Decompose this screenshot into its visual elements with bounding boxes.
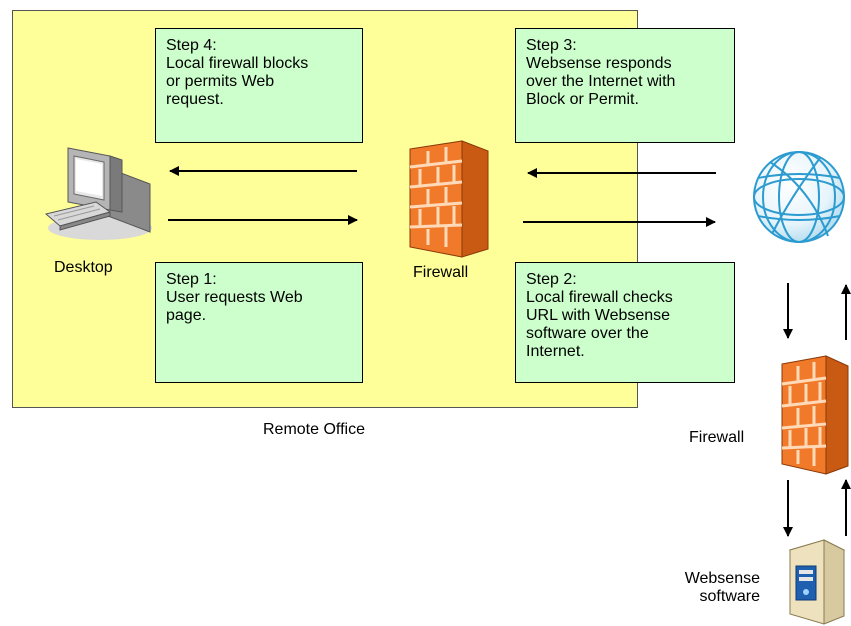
firewall-icon <box>409 140 489 258</box>
websense-software-label: Websense software <box>684 570 760 605</box>
step-4-box: Step 4: Local firewall blocks or permits… <box>155 28 363 143</box>
step-2-box: Step 2: Local firewall checks URL with W… <box>515 262 735 383</box>
globe-icon <box>753 151 845 243</box>
remote-firewall-label: Firewall <box>689 429 745 446</box>
desktop-label: Desktop <box>54 259 113 276</box>
remote-office-label: Remote Office <box>263 421 365 438</box>
firewall-icon <box>781 355 849 475</box>
desktop-computer-icon <box>44 147 152 240</box>
server-icon <box>788 539 846 625</box>
step-3-box: Step 3: Websense responds over the Inter… <box>515 28 735 143</box>
local-firewall-label: Firewall <box>413 264 469 281</box>
step-1-box: Step 1: User requests Web page. <box>155 262 363 383</box>
